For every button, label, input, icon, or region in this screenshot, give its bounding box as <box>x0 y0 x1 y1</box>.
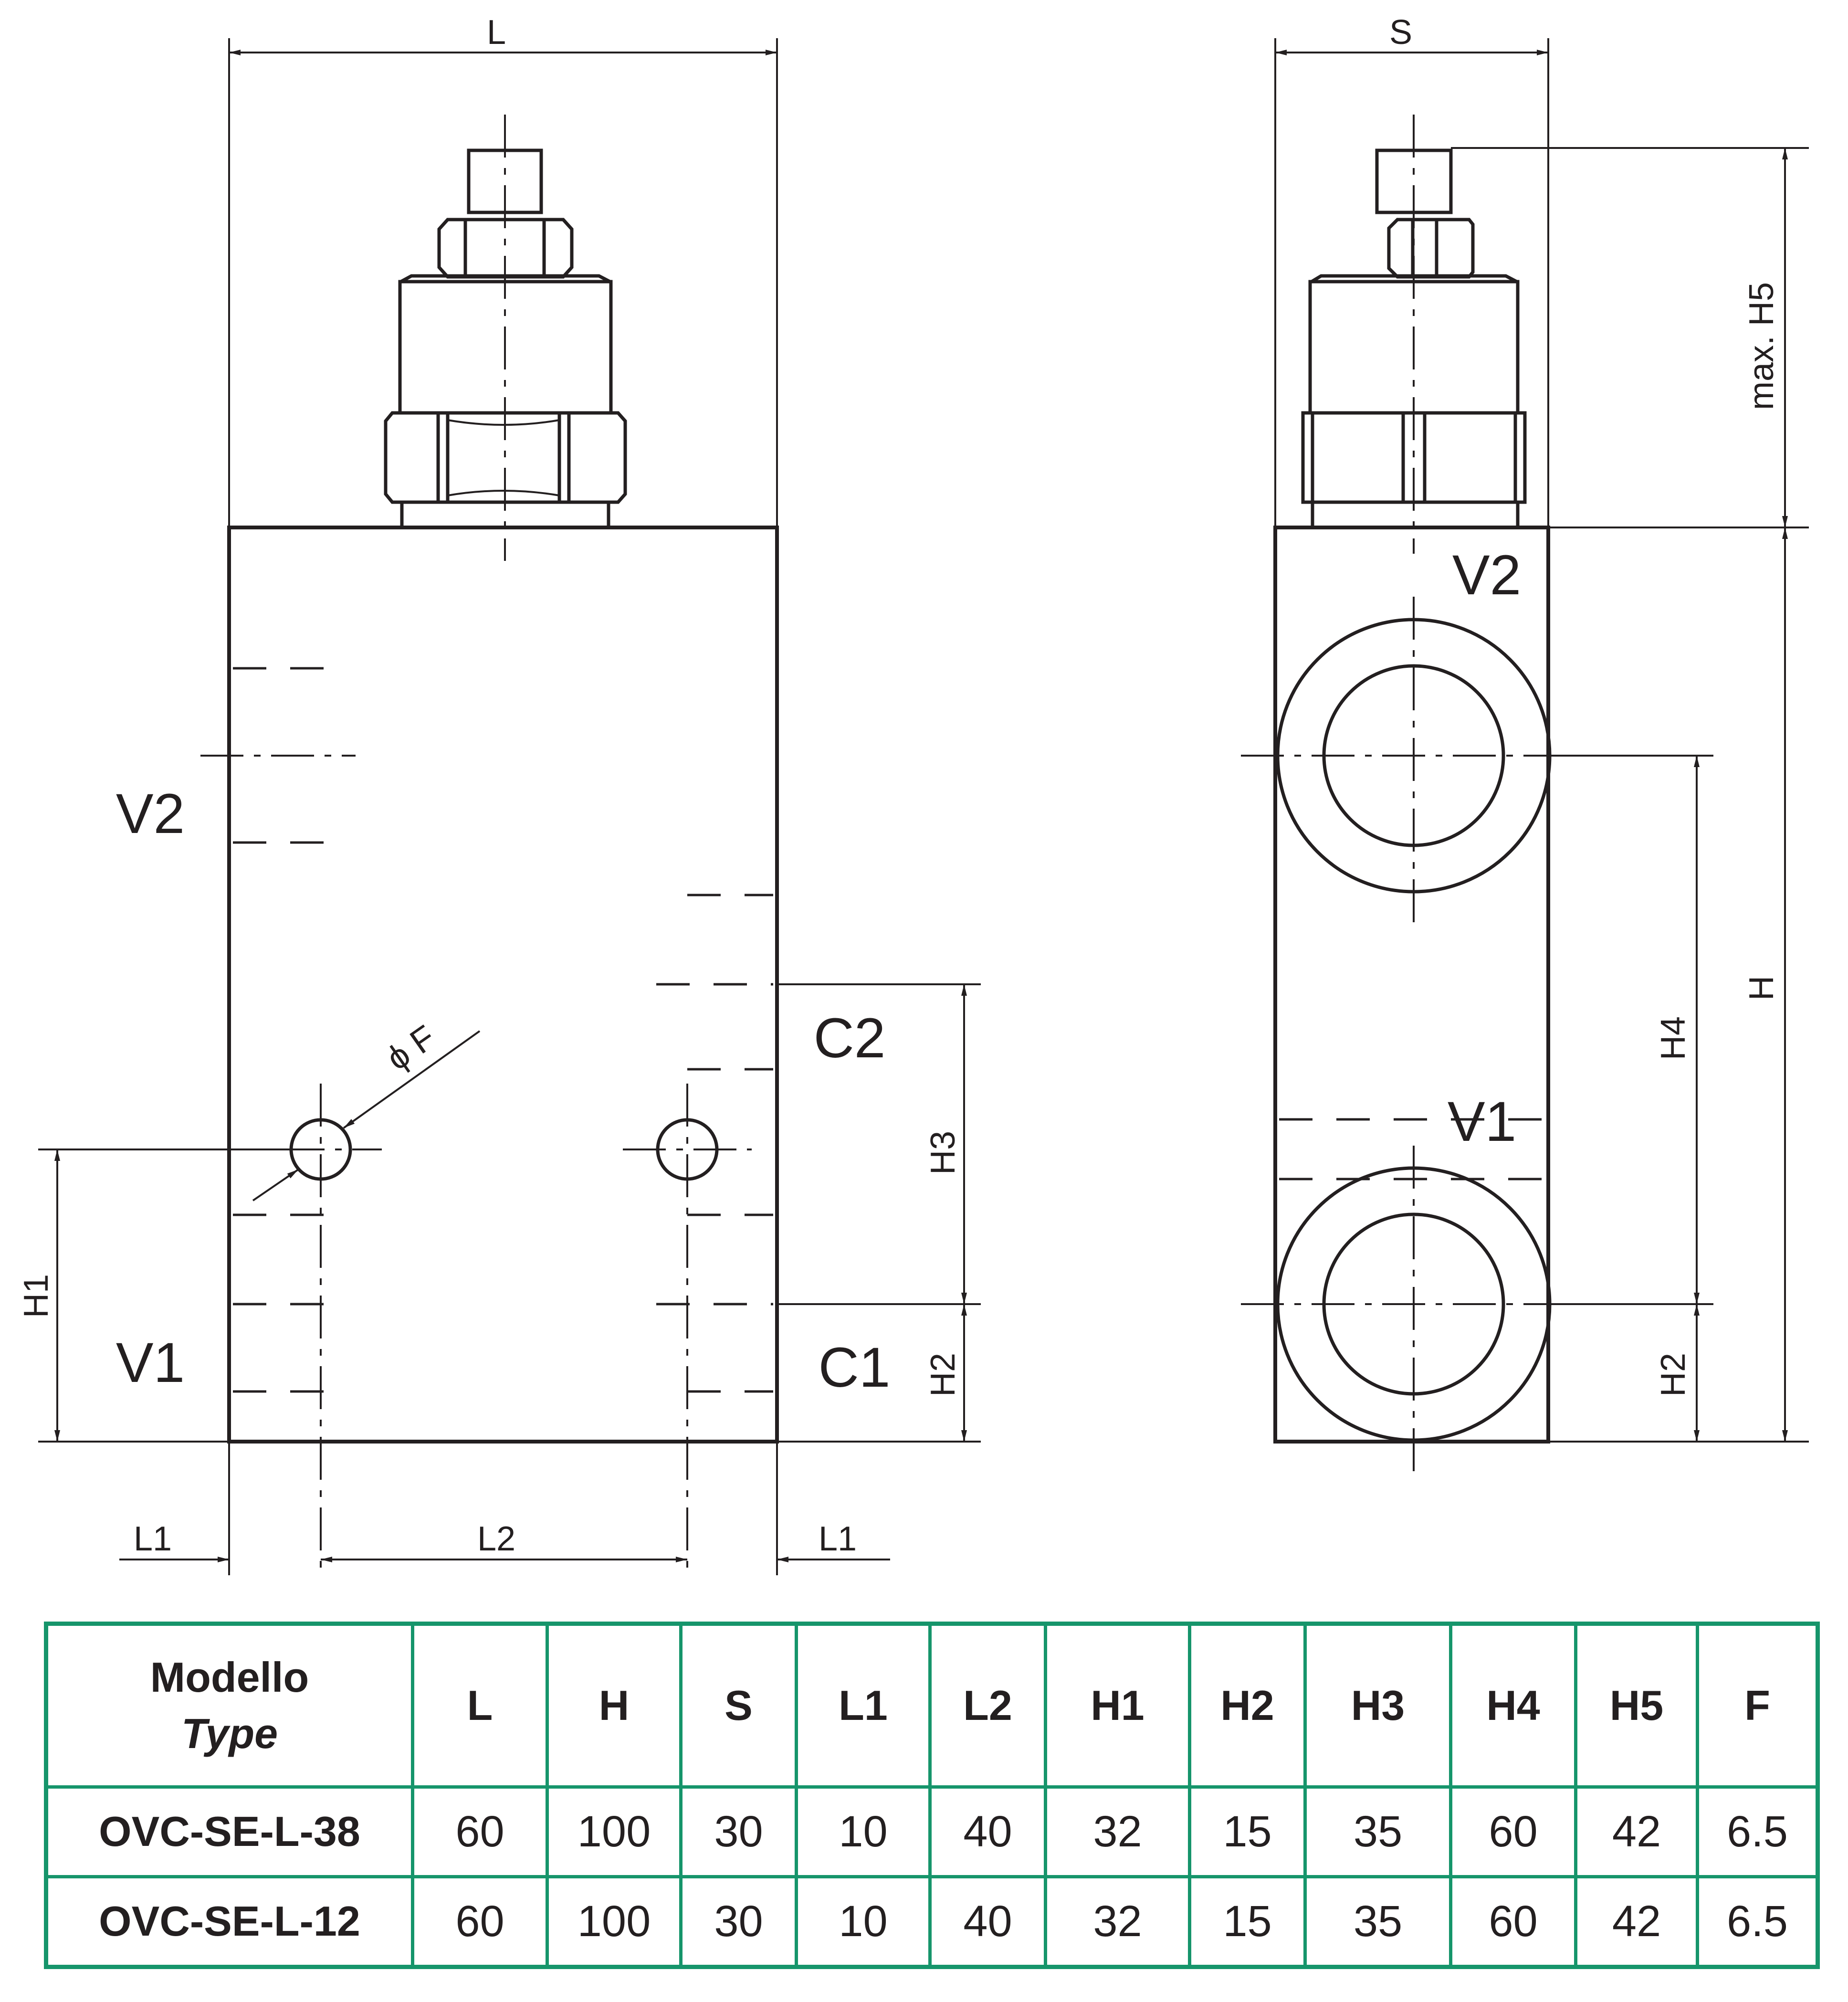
side-view: S max. H5 H H4 H2 V2 V1 <box>1241 13 1809 1477</box>
cell-H5: 42 <box>1574 1875 1699 1969</box>
port-label-V2-side: V2 <box>1452 544 1521 607</box>
cell-F: 6.5 <box>1696 1875 1819 1969</box>
header-type-label: Type <box>181 1710 278 1757</box>
header-H4: H4 <box>1449 1622 1577 1789</box>
cell-S: 30 <box>679 1785 798 1878</box>
cell-H: 100 <box>546 1785 682 1878</box>
header-H2: H2 <box>1188 1622 1307 1789</box>
header-F: F <box>1696 1622 1819 1789</box>
cell-H2: 15 <box>1188 1785 1307 1878</box>
port-label-C2: C2 <box>814 1007 886 1070</box>
cell-H2: 15 <box>1188 1875 1307 1969</box>
dim-label-H1: H1 <box>17 1274 55 1318</box>
cell-L2: 40 <box>928 1785 1047 1878</box>
dim-label-L1-right: L1 <box>819 1520 857 1558</box>
dim-label-H2-front: H2 <box>924 1353 962 1397</box>
front-adjuster <box>384 115 627 561</box>
dim-label-L1-left: L1 <box>134 1520 172 1558</box>
cell-H1: 32 <box>1044 1875 1191 1969</box>
cell-L1: 10 <box>795 1875 932 1969</box>
header-L2: L2 <box>928 1622 1047 1789</box>
dim-label-S: S <box>1389 13 1412 52</box>
table-row: OVC-SE-L-38 60 100 30 10 40 32 15 35 60 … <box>44 1785 1819 1878</box>
header-H5: H5 <box>1574 1622 1699 1789</box>
front-dimensions <box>38 38 981 1575</box>
header-L1: L1 <box>795 1622 932 1789</box>
row-model: OVC-SE-L-12 <box>44 1875 414 1969</box>
cell-L1: 10 <box>795 1785 932 1878</box>
port-label-V1-side: V1 <box>1448 1090 1516 1153</box>
header-L: L <box>411 1622 549 1789</box>
header-model: Modello Type <box>44 1622 414 1789</box>
dim-label-H4: H4 <box>1654 1016 1692 1060</box>
cell-H3: 35 <box>1303 1785 1452 1878</box>
header-H3: H3 <box>1303 1622 1452 1789</box>
dim-label-H5: max. H5 <box>1743 282 1781 410</box>
cell-H: 100 <box>546 1875 682 1969</box>
cell-H3: 35 <box>1303 1875 1452 1969</box>
dimensions-table: Modello Type L H S L1 L2 H1 H2 H3 H4 H5 … <box>44 1622 1820 1969</box>
dim-label-F: ϕ F <box>380 1018 442 1078</box>
header-model-label: Modello <box>150 1654 309 1701</box>
cell-H5: 42 <box>1574 1785 1699 1878</box>
cell-H1: 32 <box>1044 1785 1191 1878</box>
table-row: OVC-SE-L-12 60 100 30 10 40 32 15 35 60 … <box>44 1875 1819 1969</box>
table-header-row: Modello Type L H S L1 L2 H1 H2 H3 H4 H5 … <box>44 1622 1819 1789</box>
port-label-V2-front: V2 <box>116 782 185 845</box>
cell-S: 30 <box>679 1875 798 1969</box>
side-ports <box>1241 597 1589 1477</box>
row-model: OVC-SE-L-38 <box>44 1785 414 1878</box>
cell-L2: 40 <box>928 1875 1047 1969</box>
cell-H4: 60 <box>1449 1785 1577 1878</box>
technical-drawing: L L1 L2 L1 ϕ F H1 H3 H2 V2 V1 C2 C1 <box>17 13 1809 1575</box>
dim-label-H: H <box>1743 976 1781 1001</box>
side-adjuster <box>1301 115 1527 554</box>
dim-label-H2-side: H2 <box>1654 1353 1692 1397</box>
dim-label-L2: L2 <box>477 1520 515 1558</box>
header-S: S <box>679 1622 798 1789</box>
header-H: H <box>546 1622 682 1789</box>
cell-L: 60 <box>411 1875 549 1969</box>
cell-H4: 60 <box>1449 1875 1577 1969</box>
port-label-V1-front: V1 <box>116 1331 185 1394</box>
side-dimensions <box>1274 38 1809 1443</box>
dim-label-L: L <box>487 13 506 52</box>
front-view: L L1 L2 L1 ϕ F H1 H3 H2 V2 V1 C2 C1 <box>17 13 981 1575</box>
header-H1: H1 <box>1044 1622 1191 1789</box>
cell-F: 6.5 <box>1696 1785 1819 1878</box>
front-hidden-lines <box>200 667 773 1393</box>
dim-label-H3: H3 <box>924 1131 962 1175</box>
port-label-C1: C1 <box>819 1336 891 1399</box>
cell-L: 60 <box>411 1785 549 1878</box>
